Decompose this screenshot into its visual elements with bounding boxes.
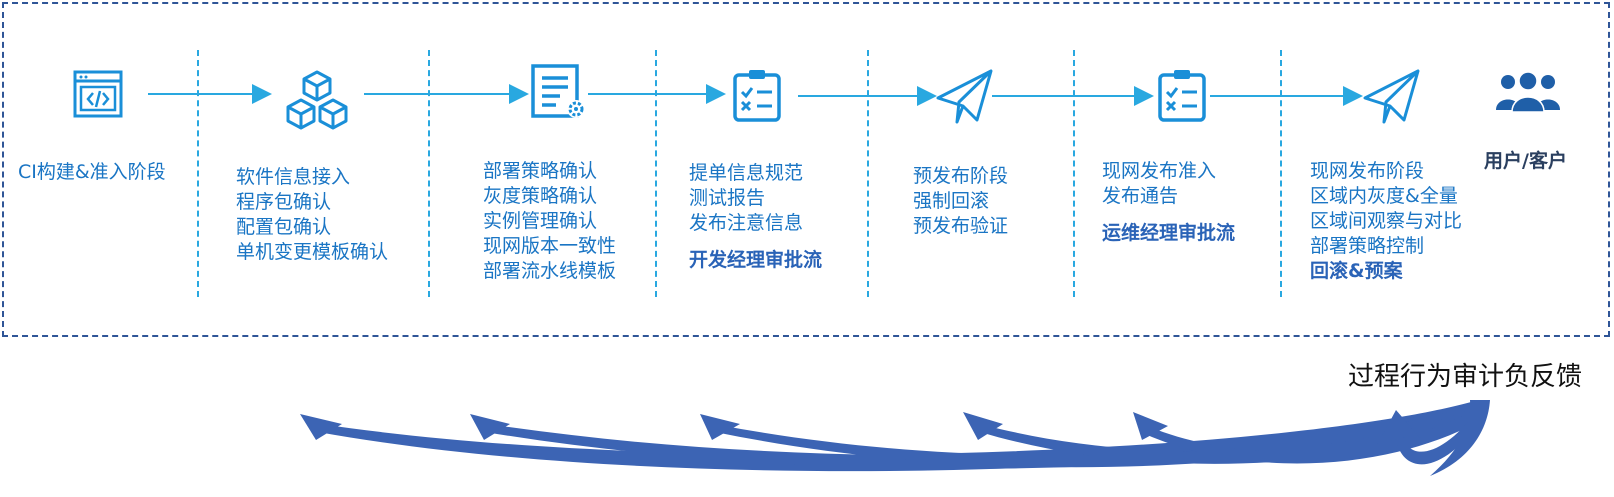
stage-line: 软件信息接入 (236, 166, 351, 188)
feedback-arrowhead-3 (700, 414, 740, 440)
stage-ticket-review: 提单信息规范 测试报告 发布注意信息 开发经理审批流 (689, 161, 822, 273)
stage-separator (197, 50, 199, 297)
paper-plane-icon (1362, 68, 1422, 128)
stage-software-intake: 软件信息接入 程序包确认 配置包确认 单机变更模板确认 (236, 165, 388, 265)
feedback-origin (1430, 400, 1490, 476)
paper-plane-icon (935, 68, 995, 128)
stage-prod-admission: 现网发布准入 发布通告 运维经理审批流 (1102, 159, 1235, 246)
stage-line: CI构建&准入阶段 (18, 161, 166, 183)
feedback-arrowhead-1 (300, 414, 342, 440)
feedback-arrow-6 (1395, 410, 1478, 465)
stage-line: 测试报告 (689, 187, 766, 209)
stage-line: 区域间观察与对比 (1310, 210, 1463, 232)
stage-line: 灰度策略确认 (483, 185, 598, 207)
users-icon (1494, 71, 1562, 116)
stage-line: 现网版本一致性 (483, 235, 617, 257)
feedback-arrow-5 (1145, 408, 1478, 464)
stage-pre-release: 预发布阶段 强制回滚 预发布验证 (913, 164, 1008, 239)
stage-line: 单机变更模板确认 (236, 241, 389, 263)
stage-line: 部署策略确认 (483, 160, 598, 182)
stage-separator (867, 50, 869, 297)
ops-manager-approval: 运维经理审批流 (1102, 222, 1236, 244)
feedback-arrows (300, 400, 1490, 476)
stage-line: 提单信息规范 (689, 162, 804, 184)
code-window-icon (73, 69, 123, 123)
stage-line: 强制回滚 (913, 190, 990, 212)
clipboard-checklist-icon (732, 68, 782, 126)
stage-line: 预发布验证 (913, 215, 1009, 237)
feedback-arrowhead-4 (963, 412, 1003, 440)
stage-line: 配置包确认 (236, 216, 332, 238)
stage-separator (655, 50, 657, 297)
feedback-arrowhead-6 (1382, 410, 1420, 438)
stage-line: 预发布阶段 (913, 165, 1009, 187)
cubes-icon (284, 69, 350, 135)
stage-separator (1280, 50, 1282, 297)
stage-line: 现网发布阶段 (1310, 160, 1425, 182)
feedback-arrowhead-2 (470, 414, 510, 440)
dev-manager-approval: 开发经理审批流 (689, 249, 823, 271)
feedback-arrowhead-5 (1133, 412, 1168, 440)
stage-line: 部署策略控制 (1310, 235, 1425, 257)
clipboard-checklist-icon (1157, 68, 1207, 126)
process-frame (2, 2, 1610, 337)
stage-separator (1073, 50, 1075, 297)
stage-separator (428, 50, 430, 297)
stage-line: 程序包确认 (236, 191, 332, 213)
stage-line: 现网发布准入 (1102, 160, 1217, 182)
stage-prod-release: 现网发布阶段 区域内灰度&全量 区域间观察与对比 部署策略控制 回滚&预案 (1310, 159, 1462, 284)
feedback-label: 过程行为审计负反馈 (1348, 362, 1583, 392)
user-label: 用户/客户 (1484, 150, 1567, 172)
stage-ci-build: CI构建&准入阶段 (18, 160, 166, 185)
stage-line: 部署流水线模板 (483, 260, 617, 282)
stage-line: 实例管理确认 (483, 210, 598, 232)
rollback-plan: 回滚&预案 (1310, 260, 1403, 282)
stage-line: 区域内灰度&全量 (1310, 185, 1458, 207)
stage-line: 发布注意信息 (689, 212, 804, 234)
stage-line: 发布通告 (1102, 185, 1179, 207)
document-gear-icon (530, 63, 590, 127)
stage-deploy-strategy: 部署策略确认 灰度策略确认 实例管理确认 现网版本一致性 部署流水线模板 (483, 159, 616, 284)
